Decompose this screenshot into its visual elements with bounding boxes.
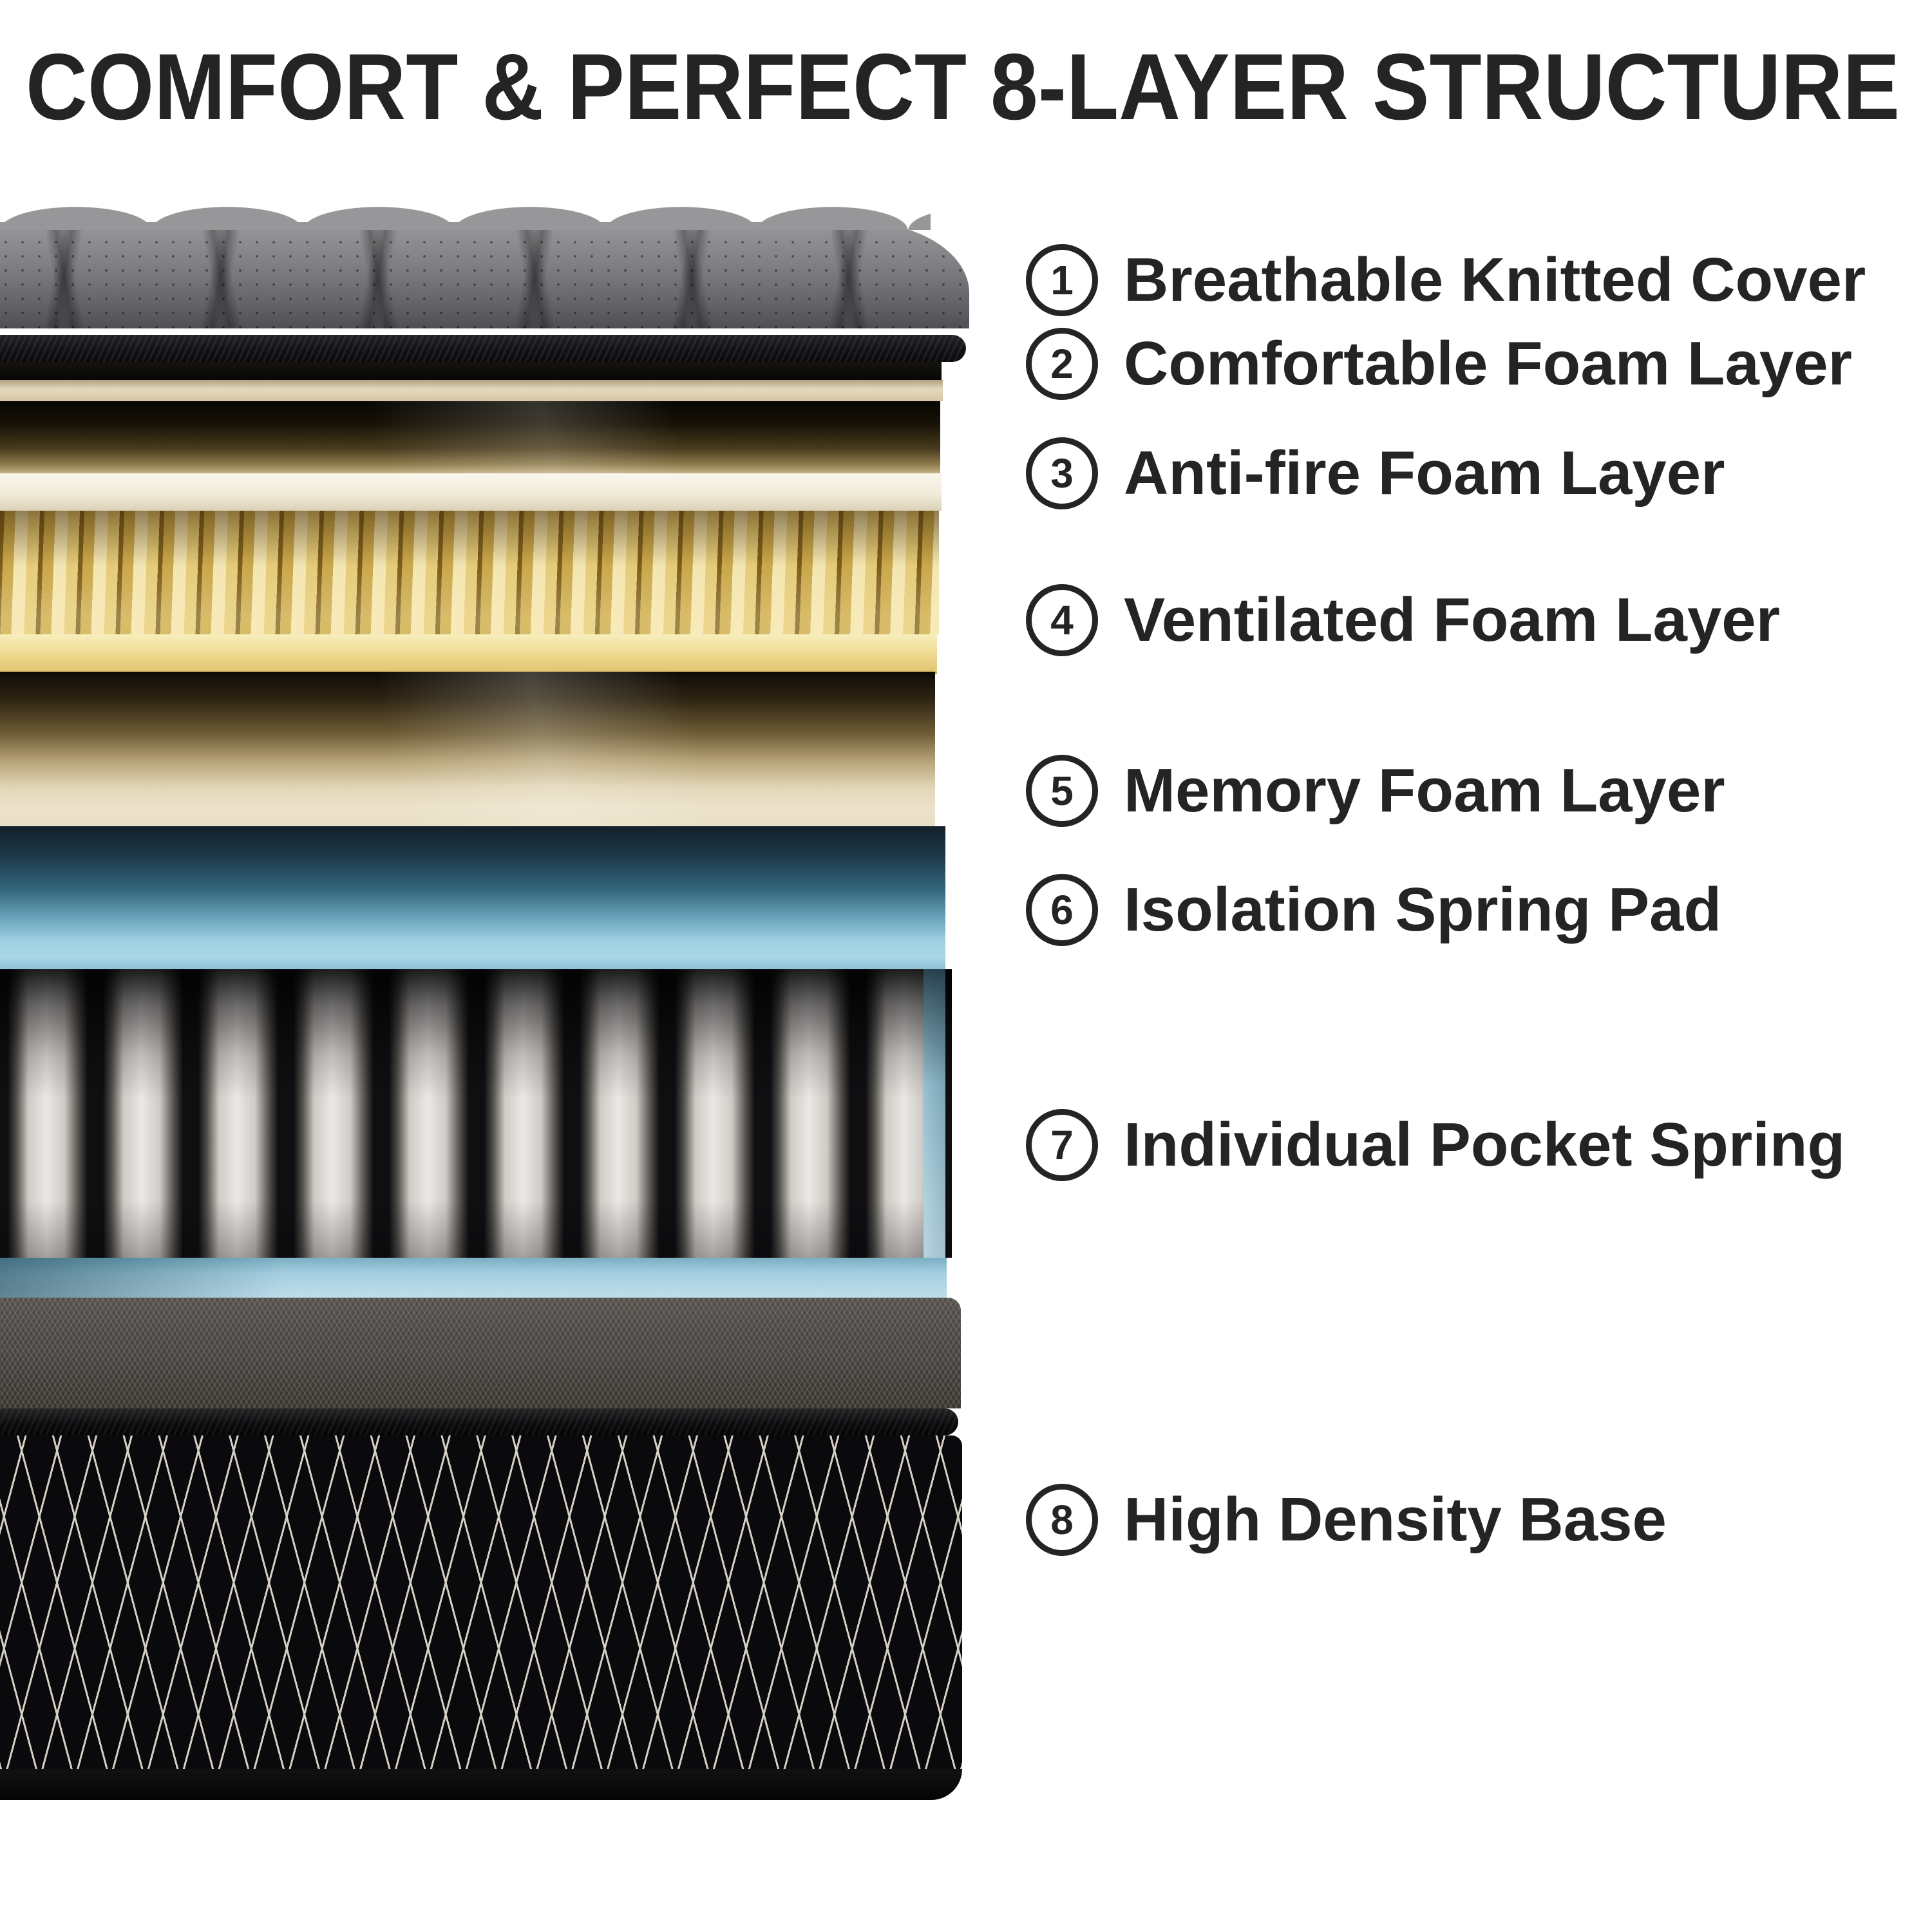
layer-label-3-text: Anti-fire Foam Layer [1124, 439, 1725, 507]
layer-label-1: 1 Breathable Knitted Cover [1026, 244, 1866, 316]
layer-label-2: 2 Comfortable Foam Layer [1026, 328, 1852, 400]
knitted-cover-graphic [0, 205, 969, 328]
page-title-text: COMFORT & PERFECT 8-LAYER STRUCTURE [26, 34, 1900, 131]
layer-label-3: 3 Anti-fire Foam Layer [1026, 437, 1725, 509]
layer-label-6: 6 Isolation Spring Pad [1026, 874, 1721, 946]
piping-graphic [0, 1408, 958, 1435]
antifire-foam-graphic [0, 473, 942, 511]
layer-label-2-text: Comfortable Foam Layer [1124, 329, 1852, 398]
ventilated-foam-teeth-graphic [0, 511, 939, 634]
comfort-foam-graphic [0, 380, 943, 401]
layer-label-8-text: High Density Base [1124, 1485, 1667, 1554]
bottom-spring-pad-graphic [0, 1258, 947, 1298]
ventilated-foam-face-graphic [0, 634, 937, 674]
layer-label-6-text: Isolation Spring Pad [1124, 875, 1722, 944]
circled-number-3: 3 [1026, 437, 1098, 509]
mattress-cutaway-illustration [0, 187, 972, 1803]
binding-edge-graphic [0, 335, 966, 362]
memory-foam-graphic [0, 672, 935, 826]
layer-label-4-text: Ventilated Foam Layer [1124, 585, 1781, 654]
layer-label-4: 4 Ventilated Foam Layer [1026, 584, 1780, 656]
layer-label-5: 5 Memory Foam Layer [1026, 755, 1725, 827]
layer-label-7: 7 Individual Pocket Spring [1026, 1109, 1845, 1181]
layer-label-1-text: Breathable Knitted Cover [1124, 245, 1866, 314]
cover-underside-graphic [0, 362, 942, 380]
page-title: COMFORT & PERFECT 8-LAYER STRUCTURE [26, 34, 1900, 131]
isolation-spring-pad-graphic [0, 826, 945, 969]
circled-number-7: 7 [1026, 1109, 1098, 1181]
base-foot-graphic [0, 1769, 962, 1800]
circled-number-1: 1 [1026, 244, 1098, 316]
circled-number-6: 6 [1026, 874, 1098, 946]
layer-label-7-text: Individual Pocket Spring [1124, 1110, 1846, 1179]
layer-label-5-text: Memory Foam Layer [1124, 756, 1725, 825]
circled-number-4: 4 [1026, 584, 1098, 656]
layer-label-8: 8 High Density Base [1026, 1484, 1667, 1556]
circled-number-2: 2 [1026, 328, 1098, 400]
mesh-border-graphic [0, 1298, 961, 1408]
circled-number-8: 8 [1026, 1484, 1098, 1556]
circled-number-5: 5 [1026, 755, 1098, 827]
pocket-springs-graphic [0, 969, 952, 1258]
layer-shadow-gap-graphic [0, 401, 940, 473]
high-density-base-graphic [0, 1435, 962, 1769]
